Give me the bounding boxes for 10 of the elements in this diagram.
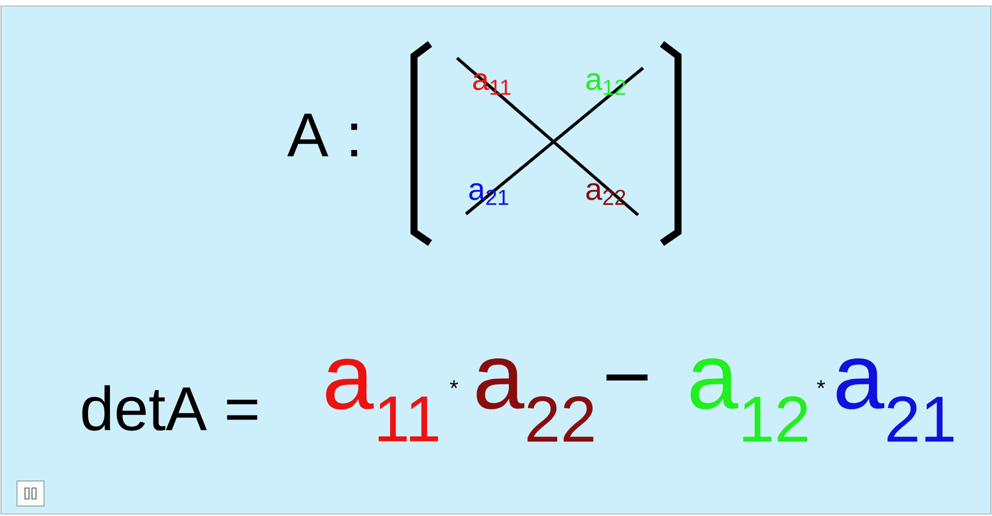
multiplication-sign: * [450, 380, 458, 388]
formula-term: a$_{21}$ [836, 358, 954, 442]
minus-sign: − [606, 374, 648, 380]
formula-term: detA = [82, 385, 258, 431]
matrix-entry: a$_{21}$ [469, 183, 508, 205]
multiplication-sign: * [816, 380, 826, 388]
matrix-name: A : [287, 114, 358, 156]
formula-term: a$_{22}$ [476, 358, 594, 442]
formula-term: a$_{11}$ [326, 358, 438, 442]
formula-term: a$_{12}$ [690, 358, 808, 442]
